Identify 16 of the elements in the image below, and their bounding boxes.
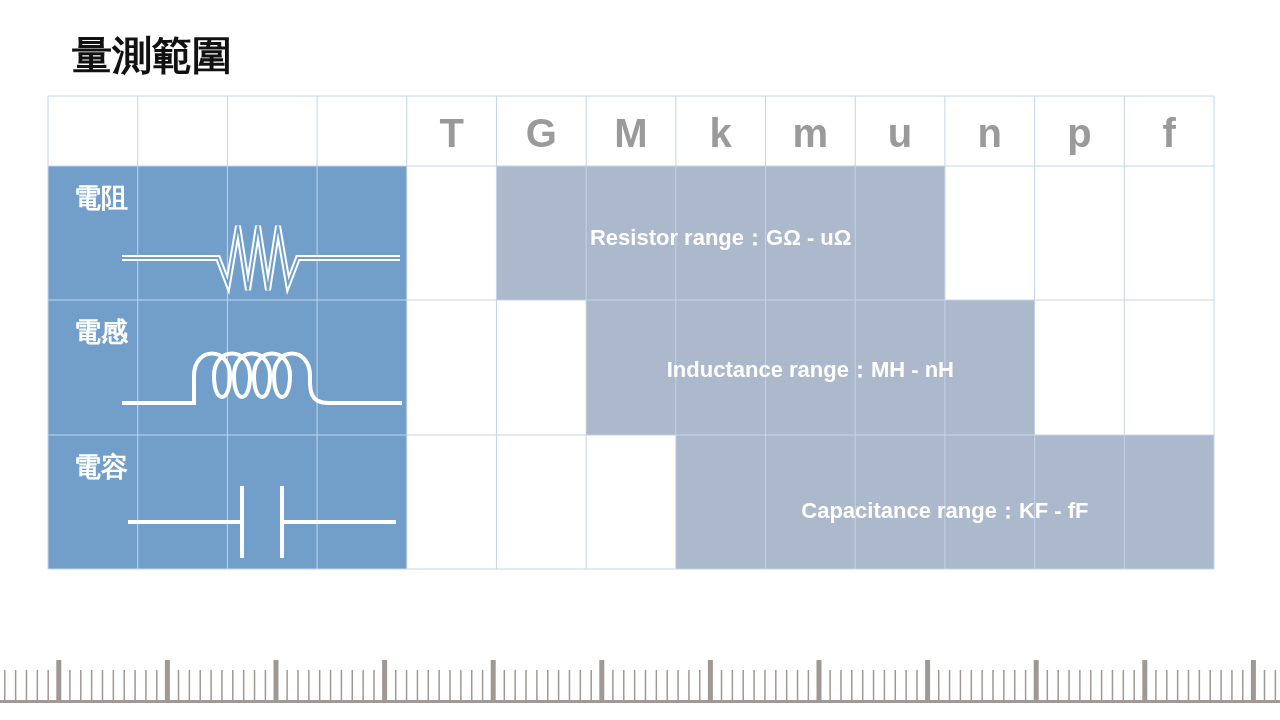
column-header: u bbox=[887, 110, 913, 156]
column-header: M bbox=[614, 110, 648, 156]
column-header: f bbox=[1162, 110, 1176, 156]
row-label: 電阻 bbox=[74, 181, 128, 215]
column-header: p bbox=[1067, 110, 1092, 156]
column-header: k bbox=[709, 110, 732, 156]
column-header: m bbox=[792, 110, 829, 156]
column-header: G bbox=[525, 110, 557, 156]
range-label: Inductance range：MH - nH bbox=[666, 356, 954, 384]
column-header: n bbox=[977, 110, 1002, 156]
title: 量測範圍 bbox=[72, 31, 232, 80]
row-label: 電容 bbox=[74, 450, 128, 484]
column-header: T bbox=[439, 110, 464, 156]
row-label: 電感 bbox=[74, 315, 128, 349]
range-label: Resistor range：GΩ - uΩ bbox=[589, 224, 852, 252]
range-label: Capacitance range：KF - fF bbox=[801, 497, 1089, 525]
